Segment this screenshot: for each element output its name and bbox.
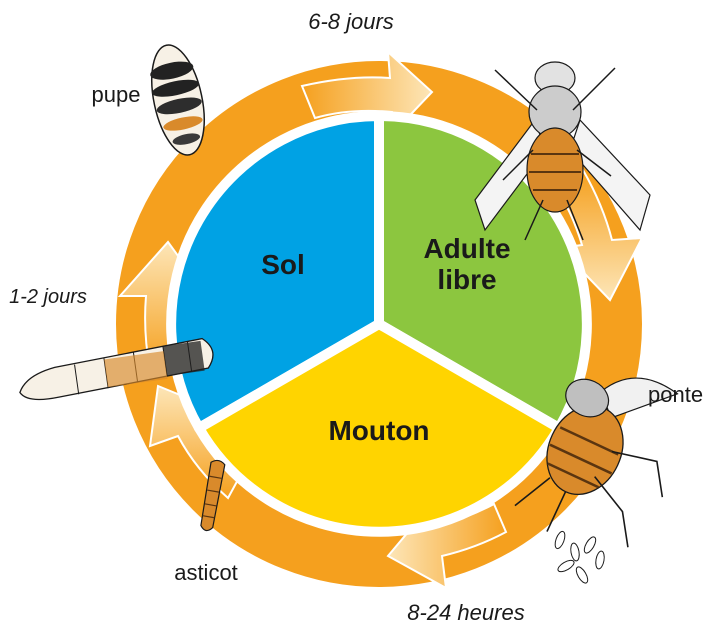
sector-label-adulte-line1: Adulte [423,233,510,264]
label-pupe: pupe [92,82,141,107]
eggs-icon [553,530,605,585]
sector-label-sol: Sol [261,249,305,280]
sector-label-mouton: Mouton [328,415,429,446]
sector-group [171,116,587,532]
duration-left: 1-2 jours [9,286,87,308]
duration-top: 6-8 jours [308,9,394,34]
duration-bottom: 8-24 heures [407,600,524,625]
label-asticot: asticot [174,560,238,585]
label-ponte: ponte [648,382,703,407]
sector-label-adulte-line2: libre [437,264,496,295]
